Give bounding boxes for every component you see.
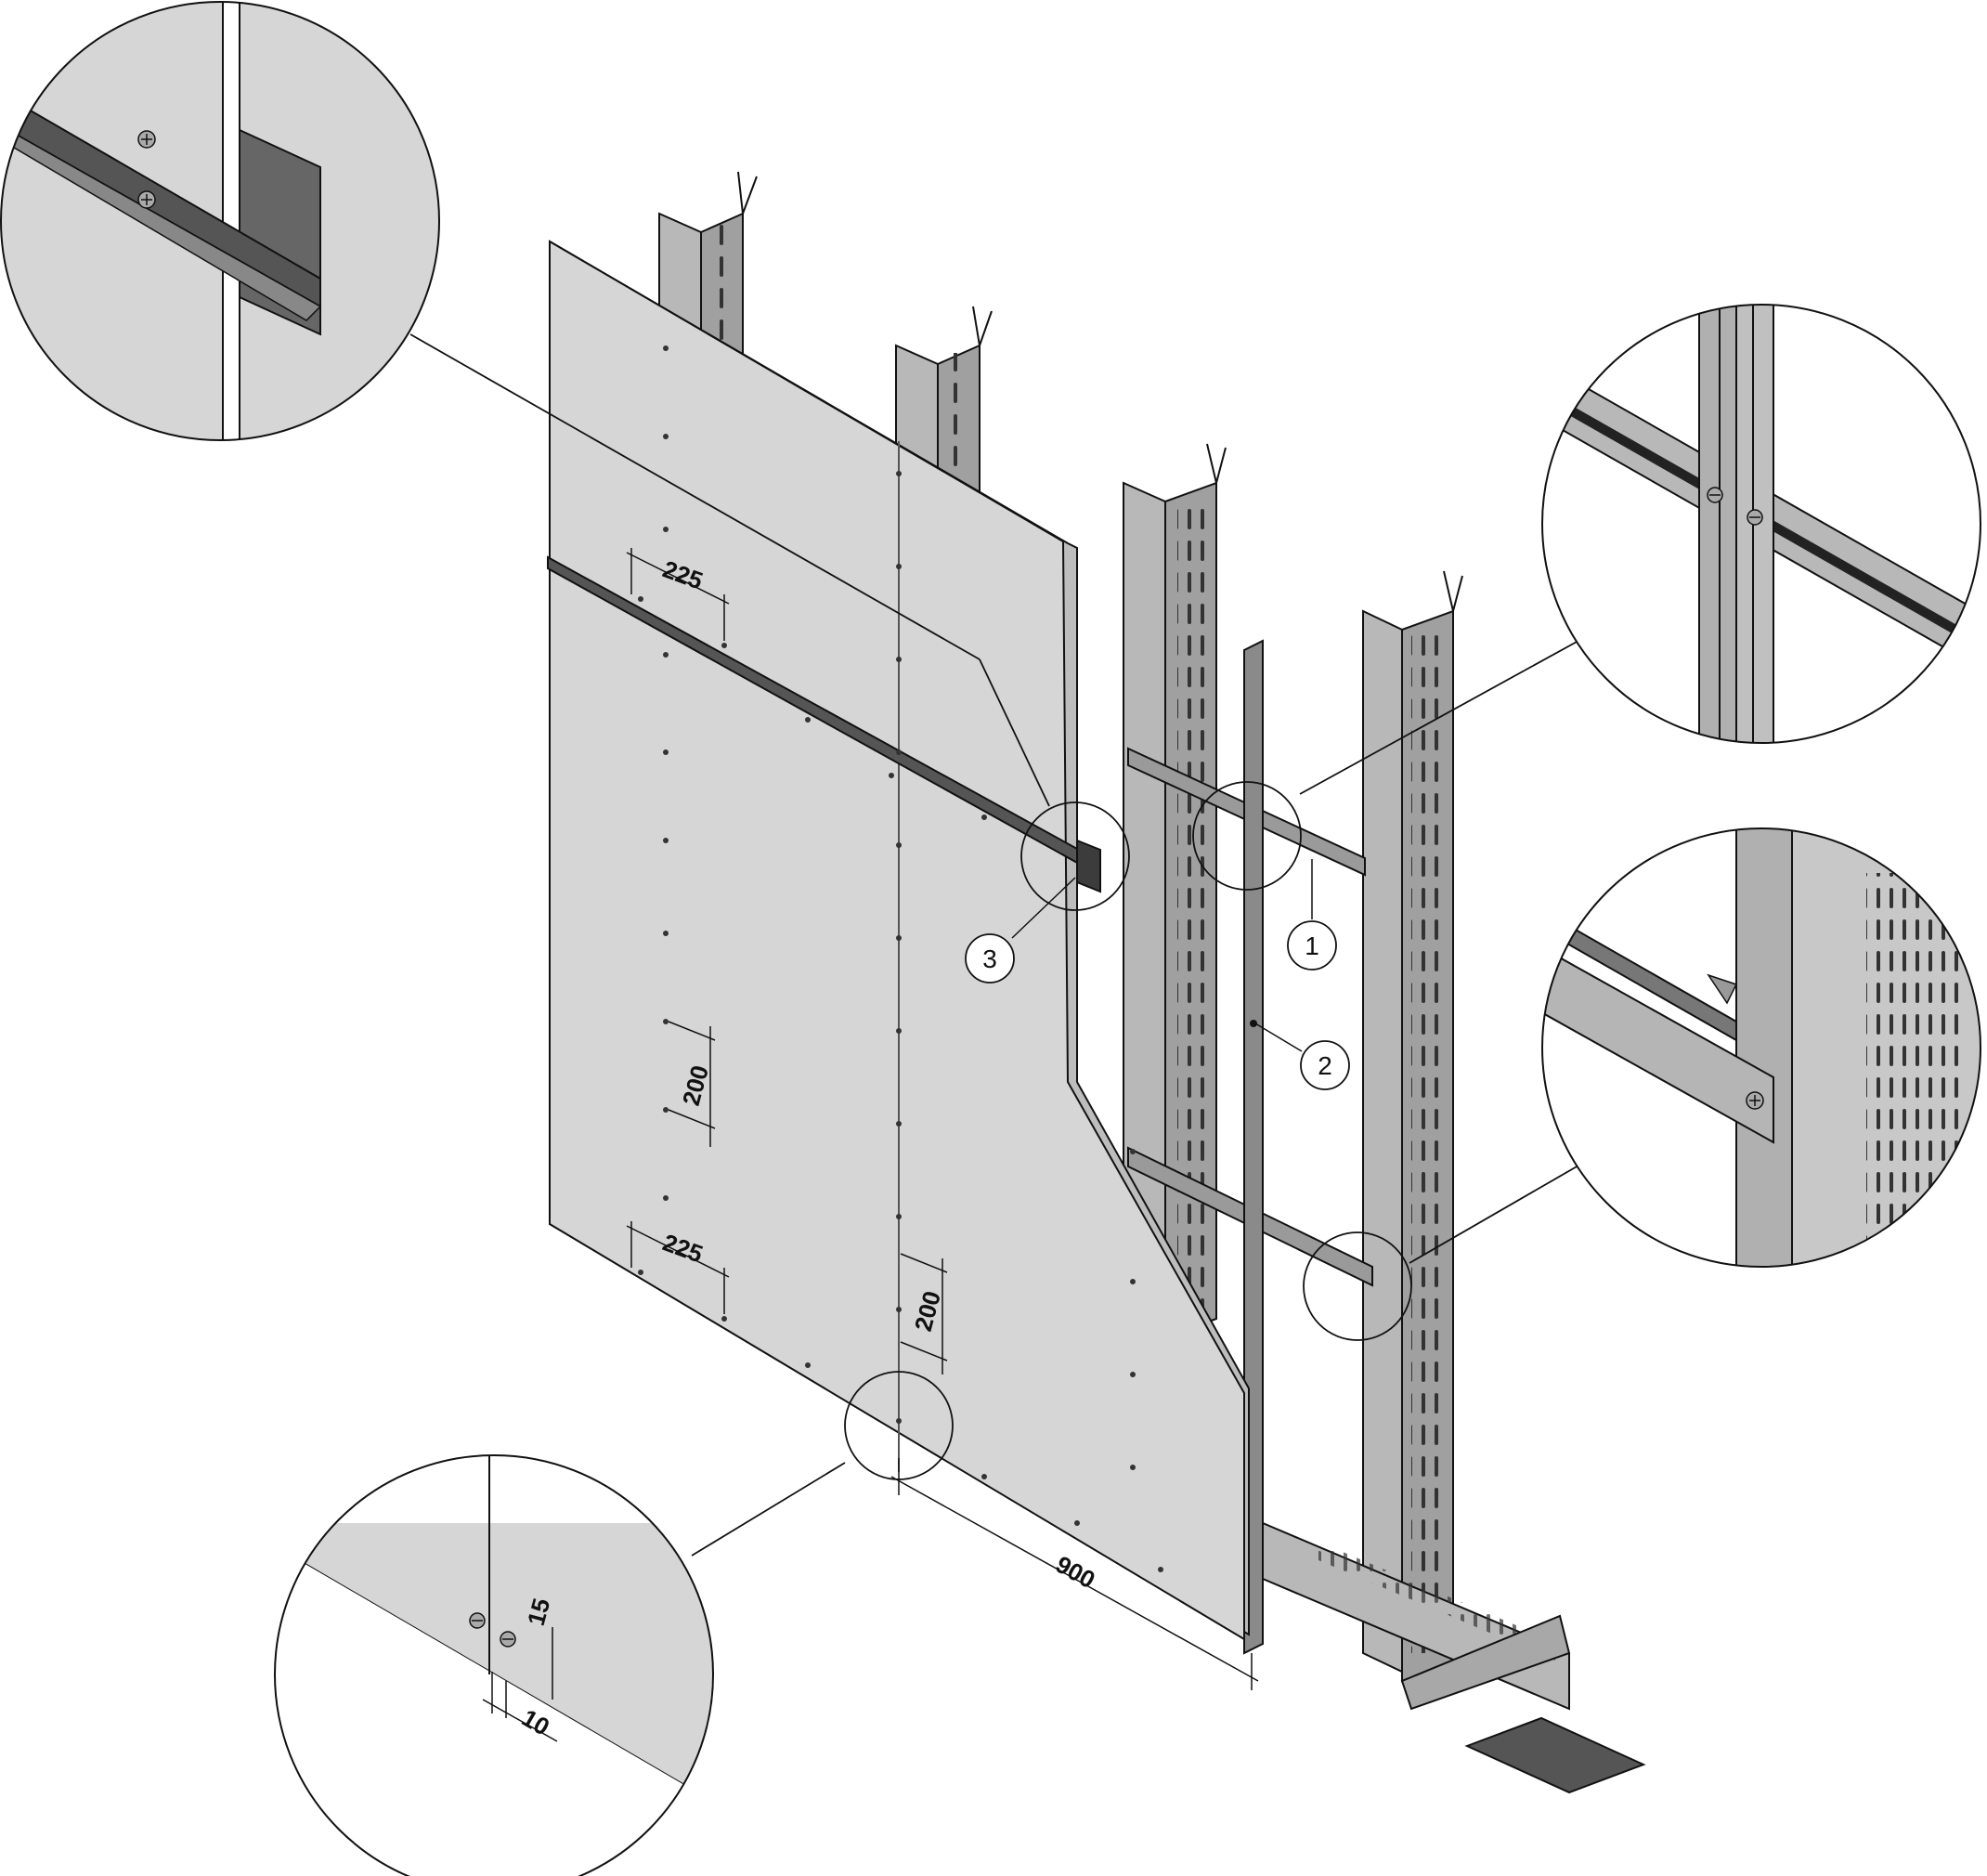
screw-icon — [500, 1631, 516, 1648]
screw-icon — [137, 130, 156, 149]
callout-3: 3 — [965, 877, 1076, 984]
floor-track — [1262, 1521, 1646, 1794]
callout-label-2: 2 — [1318, 1051, 1332, 1080]
callout-label-1: 1 — [1305, 931, 1319, 960]
screw-icon — [1747, 509, 1763, 526]
screw-icon — [469, 1612, 486, 1629]
screw-icon — [1707, 487, 1723, 503]
zoom-detail-top-left — [0, 1, 440, 441]
stud-front-right — [1362, 570, 1463, 1683]
zoom-detail-bottom-left: 15 10 — [274, 1454, 714, 1876]
detail-markers — [409, 333, 1579, 1557]
zoom-detail-top-right — [1541, 304, 1981, 744]
callout-2: 2 — [1254, 1023, 1350, 1090]
screw-icon — [1746, 1091, 1764, 1110]
callout-1: 1 — [1287, 859, 1337, 971]
dimension-label-900: 900 — [1051, 1550, 1099, 1594]
board-face — [549, 240, 1245, 1641]
callout-label-3: 3 — [982, 945, 997, 973]
screw-points — [638, 345, 1163, 1572]
screw-icon — [137, 190, 156, 209]
zoom-detail-middle-right — [1541, 827, 1981, 1268]
